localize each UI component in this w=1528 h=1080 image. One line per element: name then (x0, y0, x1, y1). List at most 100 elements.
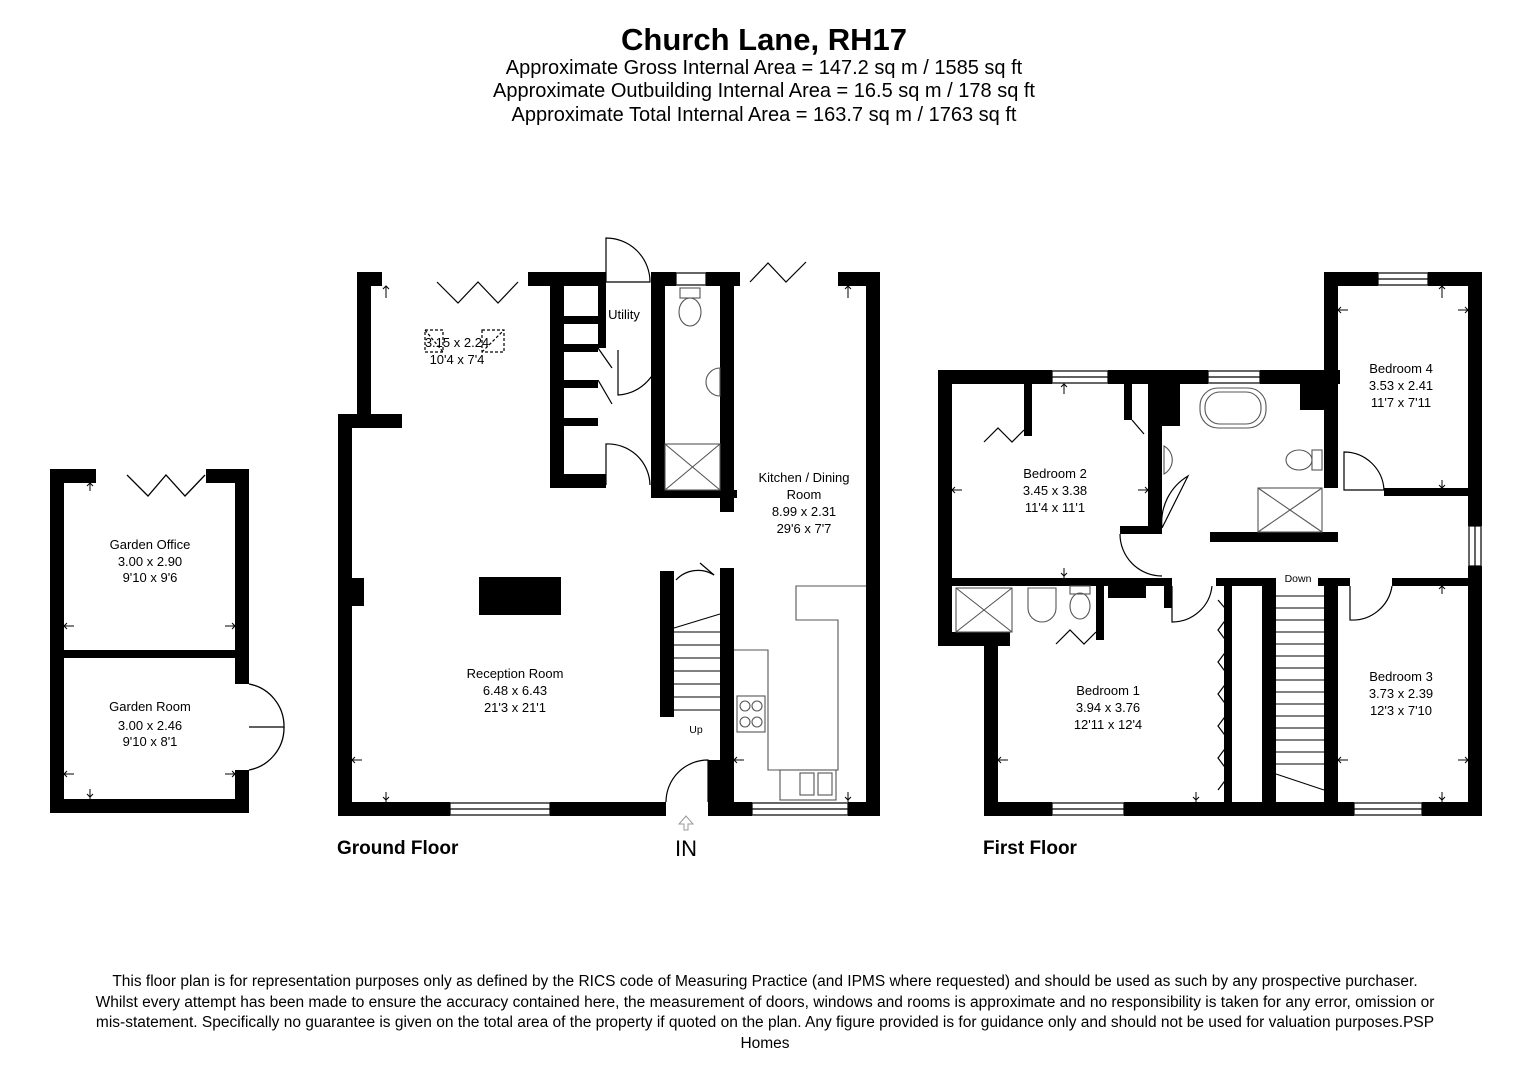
kitchen-metric: 8.99 x 2.31 (772, 504, 836, 519)
basin-icon (705, 367, 721, 397)
wall (1324, 578, 1338, 816)
bedroom3-metric: 3.73 x 2.39 (1369, 686, 1433, 701)
hob-ring (739, 700, 751, 712)
reception-imperial: 21'3 x 21'1 (484, 700, 546, 715)
reception-metric: 6.48 x 6.43 (483, 683, 547, 698)
kitchen-imperial: 29'6 x 7'7 (777, 521, 832, 536)
bifold-door (749, 261, 807, 283)
basin-icon (1163, 445, 1173, 475)
shower-tray (1257, 487, 1323, 533)
wall (357, 272, 371, 414)
kitchen-name-2: Room (787, 487, 822, 502)
bedroom4-metric: 3.53 x 2.41 (1369, 378, 1433, 393)
wall (866, 272, 880, 816)
wall (550, 802, 666, 816)
wall (1164, 578, 1172, 608)
bifold-door (126, 474, 206, 497)
shelf (560, 316, 598, 324)
wall (1124, 380, 1132, 420)
front-door-swing (665, 759, 709, 803)
wall (338, 414, 352, 816)
shower-tray (955, 587, 1013, 633)
door-swing (1343, 451, 1385, 491)
wc-icon (679, 287, 701, 299)
chimney-breast (352, 578, 364, 606)
bedroom4-imperial: 11'7 x 7'11 (1371, 395, 1431, 410)
bedroom1-name: Bedroom 1 (1076, 683, 1140, 698)
wall (1096, 578, 1104, 640)
bedroom2-metric: 3.45 x 3.38 (1023, 483, 1087, 498)
entrance-label: IN (675, 836, 697, 861)
wall (550, 272, 564, 488)
wall (338, 414, 402, 428)
kitchen-fittings (664, 287, 866, 801)
utility-name: Utility (608, 307, 640, 322)
bedroom2-imperial: 11'4 x 11'1 (1025, 500, 1085, 515)
wall (338, 802, 450, 816)
wall (1124, 802, 1354, 816)
first-floor-walls (938, 272, 1482, 816)
wall (1428, 272, 1482, 286)
cupboard-door (597, 379, 613, 405)
wall (984, 802, 1052, 816)
reception-name: Reception Room (467, 666, 564, 681)
wall (1318, 578, 1350, 586)
wall (938, 370, 1052, 384)
conservatory-imperial: 10'4 x 7'4 (430, 352, 485, 367)
wc-icon (1311, 449, 1323, 471)
wall (660, 571, 674, 717)
window (675, 272, 707, 286)
wall (720, 568, 734, 816)
bathroom-fittings (955, 387, 1323, 633)
first-floor-label: First Floor (983, 838, 1078, 859)
wall (235, 469, 249, 684)
door-swing (1119, 533, 1163, 577)
bedroom1-imperial: 12'11 x 12'4 (1074, 717, 1142, 732)
first-floor-openings (983, 272, 1482, 816)
wall (938, 632, 1010, 646)
hob-ring (751, 700, 763, 712)
ground-stairs (673, 613, 721, 711)
garden-room-metric: 3.00 x 2.46 (118, 718, 182, 733)
wall (1468, 272, 1482, 526)
wall (50, 469, 64, 813)
wall (1392, 578, 1482, 586)
wc-icon (678, 297, 702, 327)
wall (1324, 272, 1338, 488)
bedroom3-name: Bedroom 3 (1369, 669, 1433, 684)
utility-door-swing (617, 349, 661, 396)
first-stairs (1275, 595, 1325, 791)
wall (1024, 380, 1032, 436)
worktop (734, 585, 866, 771)
shower-tray (664, 443, 721, 491)
skylight (481, 329, 505, 353)
shower-tray (664, 443, 721, 491)
bifold-door (436, 281, 519, 304)
kitchen-name-1: Kitchen / Dining (758, 470, 849, 485)
tv-unit (479, 577, 561, 615)
basin-icon (1027, 587, 1057, 623)
wall (1210, 532, 1338, 542)
door-swing (1349, 585, 1393, 621)
wall (1108, 578, 1146, 598)
wall (720, 272, 734, 512)
wardrobe-door (983, 427, 1025, 443)
door-swing (1161, 474, 1190, 529)
stairs-down-label: Down (1285, 573, 1312, 585)
bedroom1-metric: 3.94 x 3.76 (1076, 700, 1140, 715)
wall (984, 632, 998, 816)
cupboard-door (1131, 419, 1145, 435)
hob-ring (739, 716, 751, 728)
wall (1300, 380, 1324, 410)
sink-bowl (817, 772, 833, 796)
bedroom4-name: Bedroom 4 (1369, 361, 1433, 376)
plan-title: Church Lane, RH17 (621, 22, 907, 57)
wc-icon (1285, 449, 1313, 471)
wall (651, 272, 665, 498)
skylight (481, 329, 505, 353)
french-door (248, 726, 285, 771)
bedroom3-imperial: 12'3 x 7'10 (1370, 703, 1432, 718)
garden-office-imperial: 9'10 x 9'6 (123, 570, 178, 585)
wall (651, 490, 737, 498)
wc-icon (1069, 592, 1091, 620)
